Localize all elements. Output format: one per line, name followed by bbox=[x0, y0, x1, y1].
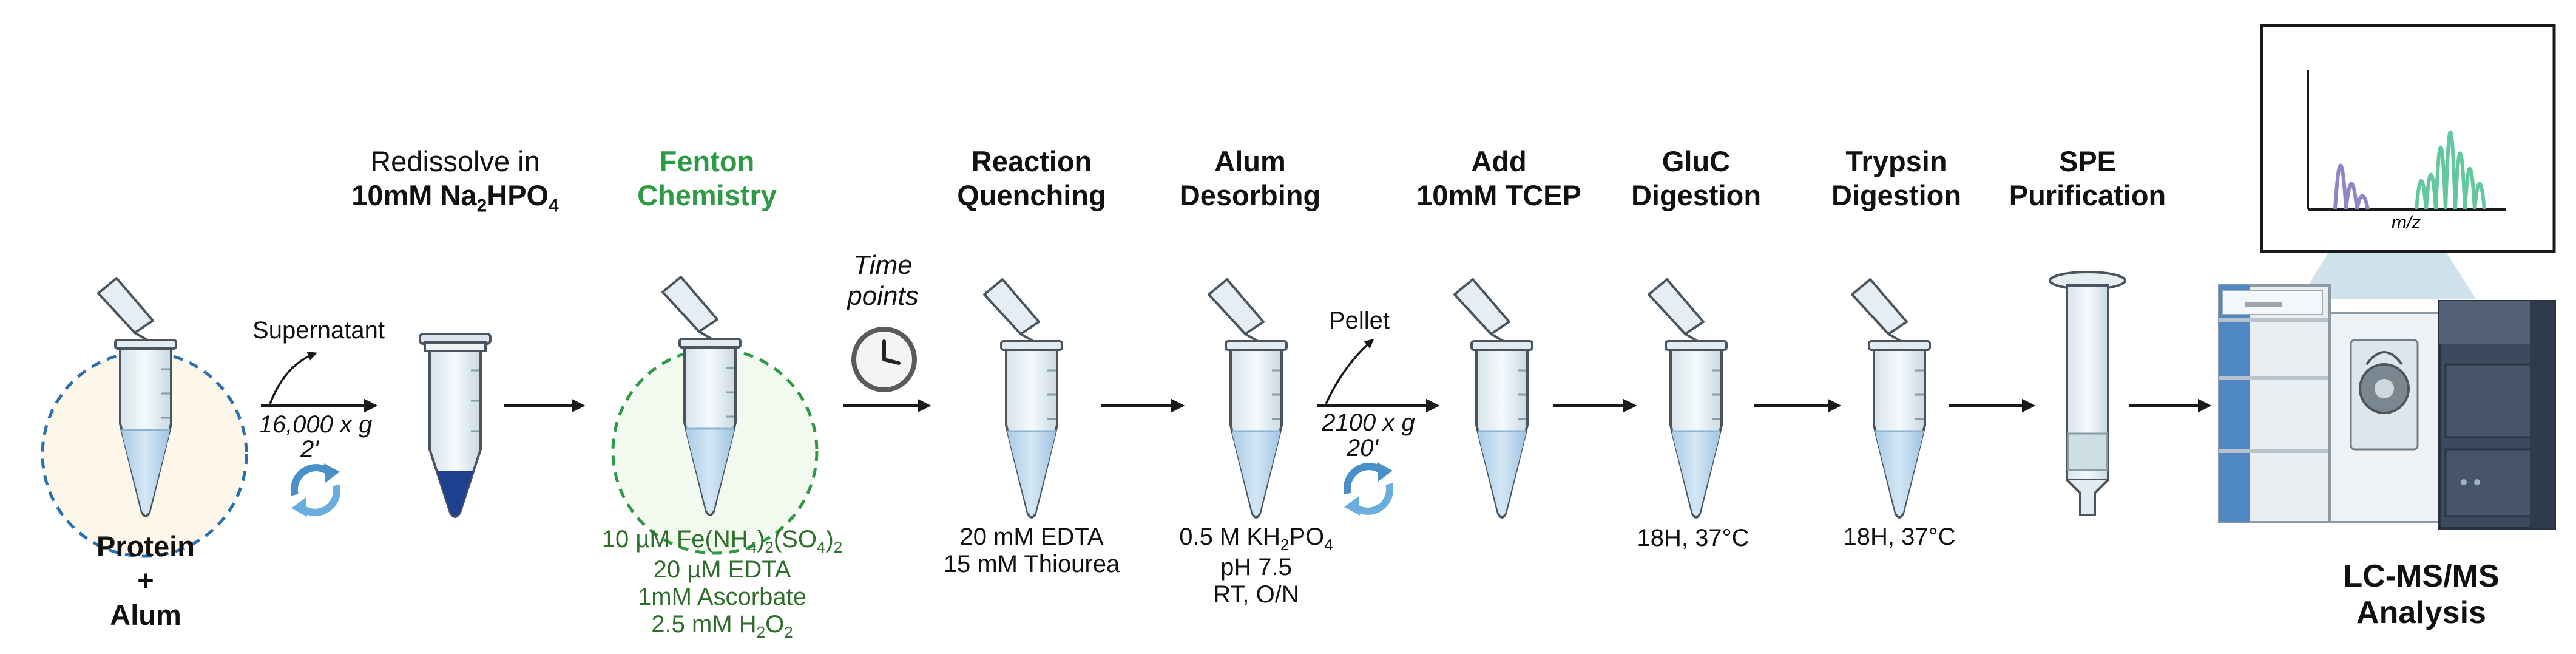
tube-trypsin bbox=[1851, 278, 1931, 519]
centrifuge-icon-2 bbox=[1344, 462, 1393, 516]
centrifuge1-speed: 16,000 x g bbox=[259, 411, 373, 438]
spectrum-xlabel: m/z bbox=[2392, 213, 2421, 233]
clock-icon bbox=[851, 327, 917, 392]
supernatant-label: Supernatant bbox=[252, 317, 385, 344]
ms-spectrum: m/z bbox=[2260, 24, 2556, 253]
label-lcms: LC-MS/MS Analysis bbox=[2343, 559, 2500, 630]
pellet-label: Pellet bbox=[1328, 307, 1390, 334]
label-timepoints: Time points bbox=[847, 250, 919, 311]
spe-column bbox=[2049, 271, 2126, 516]
trypsin-note: 18H, 37°C bbox=[1843, 523, 1956, 550]
label-desorb: Alum Desorbing bbox=[1179, 145, 1321, 212]
label-spe: SPE Purification bbox=[2009, 145, 2166, 212]
label-fenton: Fenton Chemistry bbox=[637, 145, 777, 212]
centrifuge2-speed: 2100 x g bbox=[1322, 409, 1415, 436]
supernatant-arrow bbox=[269, 351, 317, 404]
quench-notes: 20 mM EDTA 15 mM Thiourea bbox=[943, 523, 1120, 577]
tube-gluc bbox=[1648, 278, 1728, 519]
fenton-reagents: 10 µM Fe(NH4)2(SO4)2 20 µM EDTA 1mM Asco… bbox=[601, 526, 843, 641]
tube-quench bbox=[983, 278, 1063, 519]
label-protein-alum: Protein + Alum bbox=[96, 530, 195, 631]
pellet-arrow bbox=[1325, 338, 1374, 404]
lcms-instrument bbox=[2218, 251, 2556, 530]
gluc-note: 18H, 37°C bbox=[1637, 525, 1749, 551]
desorb-notes: 0.5 M KH2PO4 pH 7.5 RT, O/N bbox=[1179, 523, 1333, 608]
label-redissolve: Redissolve in 10mM Na2HPO4 bbox=[351, 145, 559, 216]
label-quench: Reaction Quenching bbox=[957, 145, 1106, 212]
label-tcep: Add 10mM TCEP bbox=[1416, 145, 1581, 212]
label-gluc: GluC Digestion bbox=[1631, 145, 1762, 212]
label-trypsin: Trypsin Digestion bbox=[1831, 145, 1962, 212]
tube-tcep bbox=[1453, 278, 1533, 519]
centrifuge2-time: 20' bbox=[1346, 435, 1379, 462]
tube-desorb bbox=[1208, 278, 1288, 519]
centrifuge-icon bbox=[291, 463, 340, 517]
tube-pellet bbox=[419, 333, 492, 518]
centrifuge1-time: 2' bbox=[300, 436, 319, 463]
